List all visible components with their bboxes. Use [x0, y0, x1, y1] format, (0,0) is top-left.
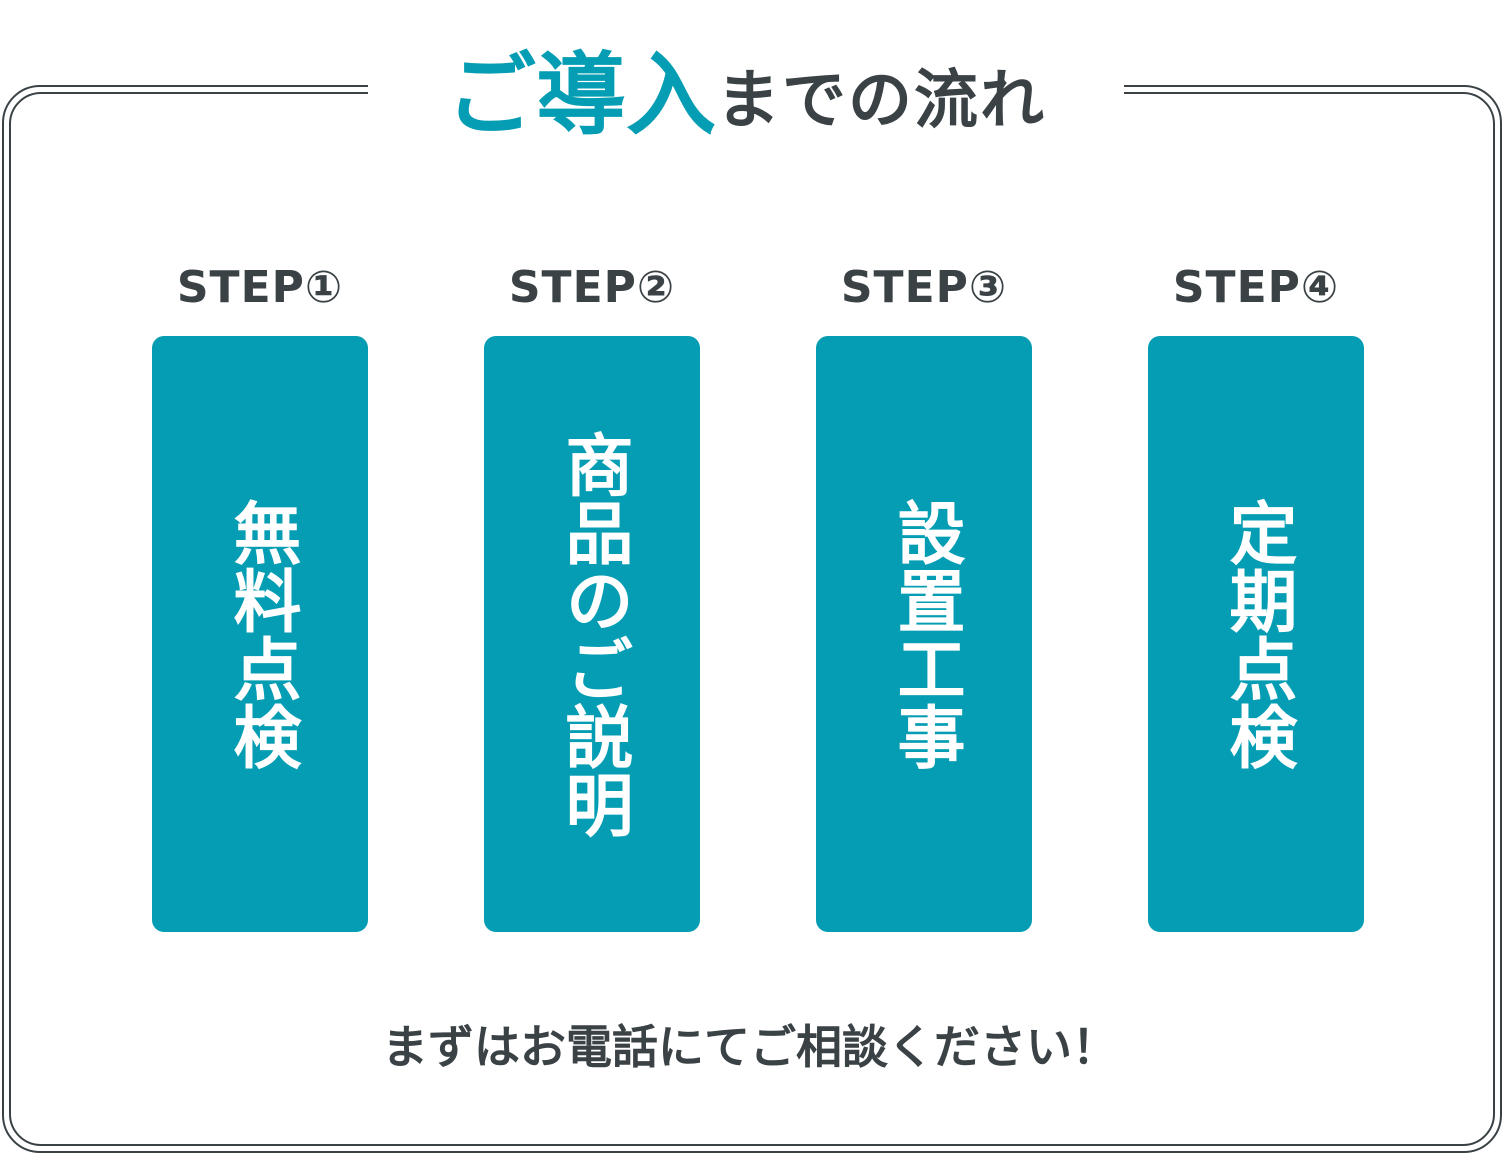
step-3-label: STEP③ [840, 262, 1008, 313]
consultation-message: まずはお電話にてご相談ください！ [382, 1020, 1118, 1074]
step-2-text: 商品のご説明 [553, 430, 632, 838]
step-4-card: 定期点検 [1148, 336, 1364, 932]
step-4-label: STEP④ [1172, 262, 1340, 313]
step-1-text: 無料点検 [221, 498, 300, 770]
page-title-rest: までの流れ [716, 64, 1046, 138]
step-1-card: 無料点検 [152, 336, 368, 932]
page-title-accent: ご導入 [446, 43, 716, 148]
step-2-label: STEP② [508, 262, 676, 313]
step-2-card: 商品のご説明 [484, 336, 700, 932]
step-3-card: 設置工事 [816, 336, 1032, 932]
step-3-text: 設置工事 [885, 498, 964, 770]
title-gap [368, 70, 1124, 110]
page-title: ご導入までの流れ [368, 28, 1124, 148]
step-4-text: 定期点検 [1217, 498, 1296, 770]
step-1-label: STEP① [176, 262, 344, 313]
